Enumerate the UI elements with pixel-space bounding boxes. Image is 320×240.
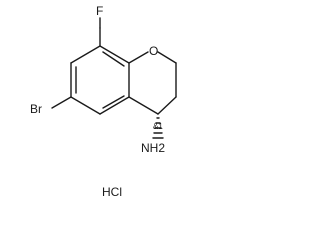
- bond-c8a-c8: [70, 45, 101, 64]
- bond-c3-c4: [157, 96, 177, 115]
- hashed-wedge-bond: [152, 117, 164, 139]
- oxygen-label: O: [149, 44, 158, 58]
- fluorine-label: F: [96, 4, 103, 18]
- double-bond-c6-c5: [102, 95, 125, 109]
- bond-c6-br: [51, 96, 72, 109]
- chemical-structure: F O Br NH2 &1 HCl: [30, 4, 177, 199]
- amine-label: NH2: [141, 141, 165, 155]
- bond-c6-c5: [99, 96, 130, 115]
- stereo-descriptor: &1: [153, 122, 163, 131]
- benzene-ring: [70, 27, 130, 115]
- bond-c4-c4a: [128, 96, 159, 115]
- bromine-label: Br: [30, 102, 42, 116]
- salt-label: HCl: [102, 185, 122, 199]
- double-bond-c4a-c8a: [102, 51, 125, 67]
- pyran-ring: [128, 51, 177, 115]
- bond-c7-c6: [70, 96, 101, 115]
- bond-c4a-c8a: [99, 45, 130, 64]
- bond-c8a-o: [128, 51, 149, 64]
- bond-o-c2: [157, 51, 177, 64]
